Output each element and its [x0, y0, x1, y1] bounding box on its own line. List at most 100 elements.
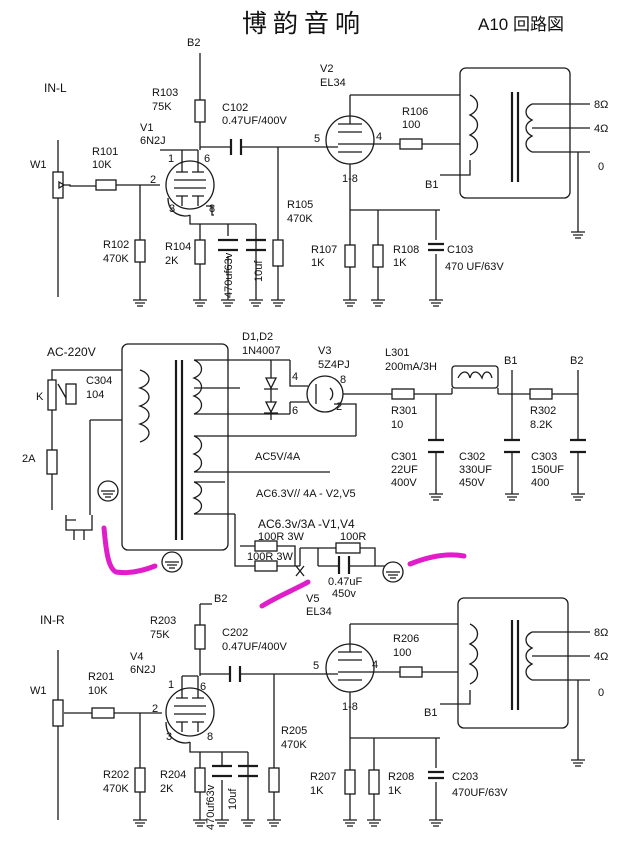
svg-text:5: 5 [313, 660, 319, 672]
svg-text:EL34: EL34 [320, 77, 346, 89]
svg-text:AC6.3V// 4A - V2,V5: AC6.3V// 4A - V2,V5 [256, 488, 356, 500]
svg-text:C303: C303 [531, 451, 557, 463]
svg-text:5Z4PJ: 5Z4PJ [318, 359, 350, 371]
svg-text:R103: R103 [152, 87, 178, 99]
r302-resistor [529, 388, 553, 400]
svg-text:6N2J: 6N2J [130, 664, 156, 676]
svg-text:6: 6 [200, 681, 206, 693]
power-plug [65, 419, 140, 540]
svg-text:8Ω: 8Ω [594, 99, 608, 111]
c303-capacitor [570, 438, 586, 454]
r102-resistor [134, 239, 146, 263]
output-transformer-left [459, 67, 571, 199]
cap-10uf-bottom [238, 764, 258, 778]
c103-capacitor [428, 242, 444, 252]
svg-text:22UF: 22UF [391, 464, 418, 476]
svg-text:R104: R104 [165, 241, 191, 253]
top-channel: IN-L W1 R101 10K R102 470K B2 R103 75K V… [30, 37, 608, 307]
svg-text:3: 3 [166, 731, 172, 743]
svg-text:470K: 470K [103, 783, 129, 795]
fuse [46, 449, 58, 475]
svg-text:R301: R301 [391, 405, 417, 417]
svg-text:0: 0 [598, 687, 604, 699]
svg-text:B2: B2 [214, 593, 227, 605]
svg-text:B1: B1 [425, 179, 438, 191]
diode-d1 [264, 377, 278, 390]
svg-text:100: 100 [402, 119, 420, 131]
w1-potentiometer [52, 171, 64, 199]
power-switch [47, 379, 67, 411]
svg-text:1K: 1K [310, 785, 324, 797]
r101-resistor [95, 179, 117, 191]
svg-text:3: 3 [169, 203, 175, 215]
svg-text:L301: L301 [385, 347, 409, 359]
svg-text:C103: C103 [447, 244, 473, 256]
svg-text:1K: 1K [388, 785, 402, 797]
r203-resistor [194, 624, 206, 650]
svg-text:75K: 75K [152, 101, 172, 113]
r206-resistor [399, 666, 423, 678]
svg-text:6: 6 [292, 405, 298, 417]
svg-text:IN-R: IN-R [40, 613, 65, 627]
cap-10uf-top [246, 238, 266, 252]
svg-text:1: 1 [168, 153, 174, 165]
r106-resistor [399, 138, 423, 150]
svg-text:1K: 1K [393, 257, 407, 269]
svg-text:8.2K: 8.2K [530, 419, 553, 431]
svg-text:V1: V1 [140, 122, 153, 134]
svg-text:150UF: 150UF [531, 464, 564, 476]
svg-text:R107: R107 [311, 244, 337, 256]
svg-text:C202: C202 [222, 627, 248, 639]
svg-text:100: 100 [393, 647, 411, 659]
svg-text:K: K [36, 391, 44, 403]
svg-text:400: 400 [531, 477, 549, 489]
c301-capacitor [428, 438, 444, 454]
svg-text:100R 3W: 100R 3W [247, 551, 293, 563]
ground-annotation-mid [259, 579, 311, 609]
svg-text:AC-220V: AC-220V [47, 345, 96, 359]
svg-text:1K: 1K [311, 257, 325, 269]
svg-text:470uf63v: 470uf63v [223, 252, 235, 298]
c202-capacitor [228, 666, 242, 682]
svg-text:450V: 450V [459, 477, 485, 489]
svg-text:10uf: 10uf [227, 788, 239, 810]
svg-text:10K: 10K [88, 685, 108, 697]
svg-text:R108: R108 [393, 244, 419, 256]
svg-text:R106: R106 [402, 106, 428, 118]
svg-text:10K: 10K [92, 159, 112, 171]
svg-text:0.47uF: 0.47uF [328, 576, 363, 588]
w1-potentiometer-right [52, 699, 64, 727]
svg-text:R302: R302 [530, 405, 556, 417]
svg-text:2: 2 [336, 401, 342, 413]
svg-text:B2: B2 [187, 37, 200, 49]
v1-tube [165, 160, 215, 210]
svg-text:2: 2 [152, 703, 158, 715]
r202-resistor [134, 767, 146, 793]
r103-resistor [194, 99, 206, 123]
svg-text:10: 10 [391, 419, 403, 431]
svg-text:4Ω: 4Ω [594, 651, 608, 663]
svg-text:C102: C102 [222, 102, 248, 114]
svg-text:4: 4 [372, 659, 378, 671]
svg-text:104: 104 [86, 389, 104, 401]
svg-text:C301: C301 [391, 451, 417, 463]
svg-text:R102: R102 [103, 239, 129, 251]
power-supply: AC-220V K C304 104 2A AC5V/4A AC6.3V// 4… [22, 331, 586, 609]
r105-resistor [272, 239, 284, 267]
svg-text:0: 0 [598, 161, 604, 173]
svg-text:AC6.3v/3A -V1,V4: AC6.3v/3A -V1,V4 [258, 517, 355, 531]
svg-text:R201: R201 [88, 671, 114, 683]
r201-resistor [91, 707, 115, 719]
r301-resistor [391, 388, 415, 400]
svg-text:6: 6 [204, 153, 210, 165]
svg-text:100R 3W: 100R 3W [258, 531, 304, 543]
svg-text:R205: R205 [281, 725, 307, 737]
svg-text:400V: 400V [391, 477, 417, 489]
diode-d2 [264, 401, 278, 414]
svg-text:0.47UF/400V: 0.47UF/400V [222, 115, 287, 127]
svg-text:2: 2 [150, 174, 156, 186]
hum-capacitor [337, 556, 351, 574]
r108-resistor [372, 244, 384, 268]
svg-text:4: 4 [376, 131, 382, 143]
